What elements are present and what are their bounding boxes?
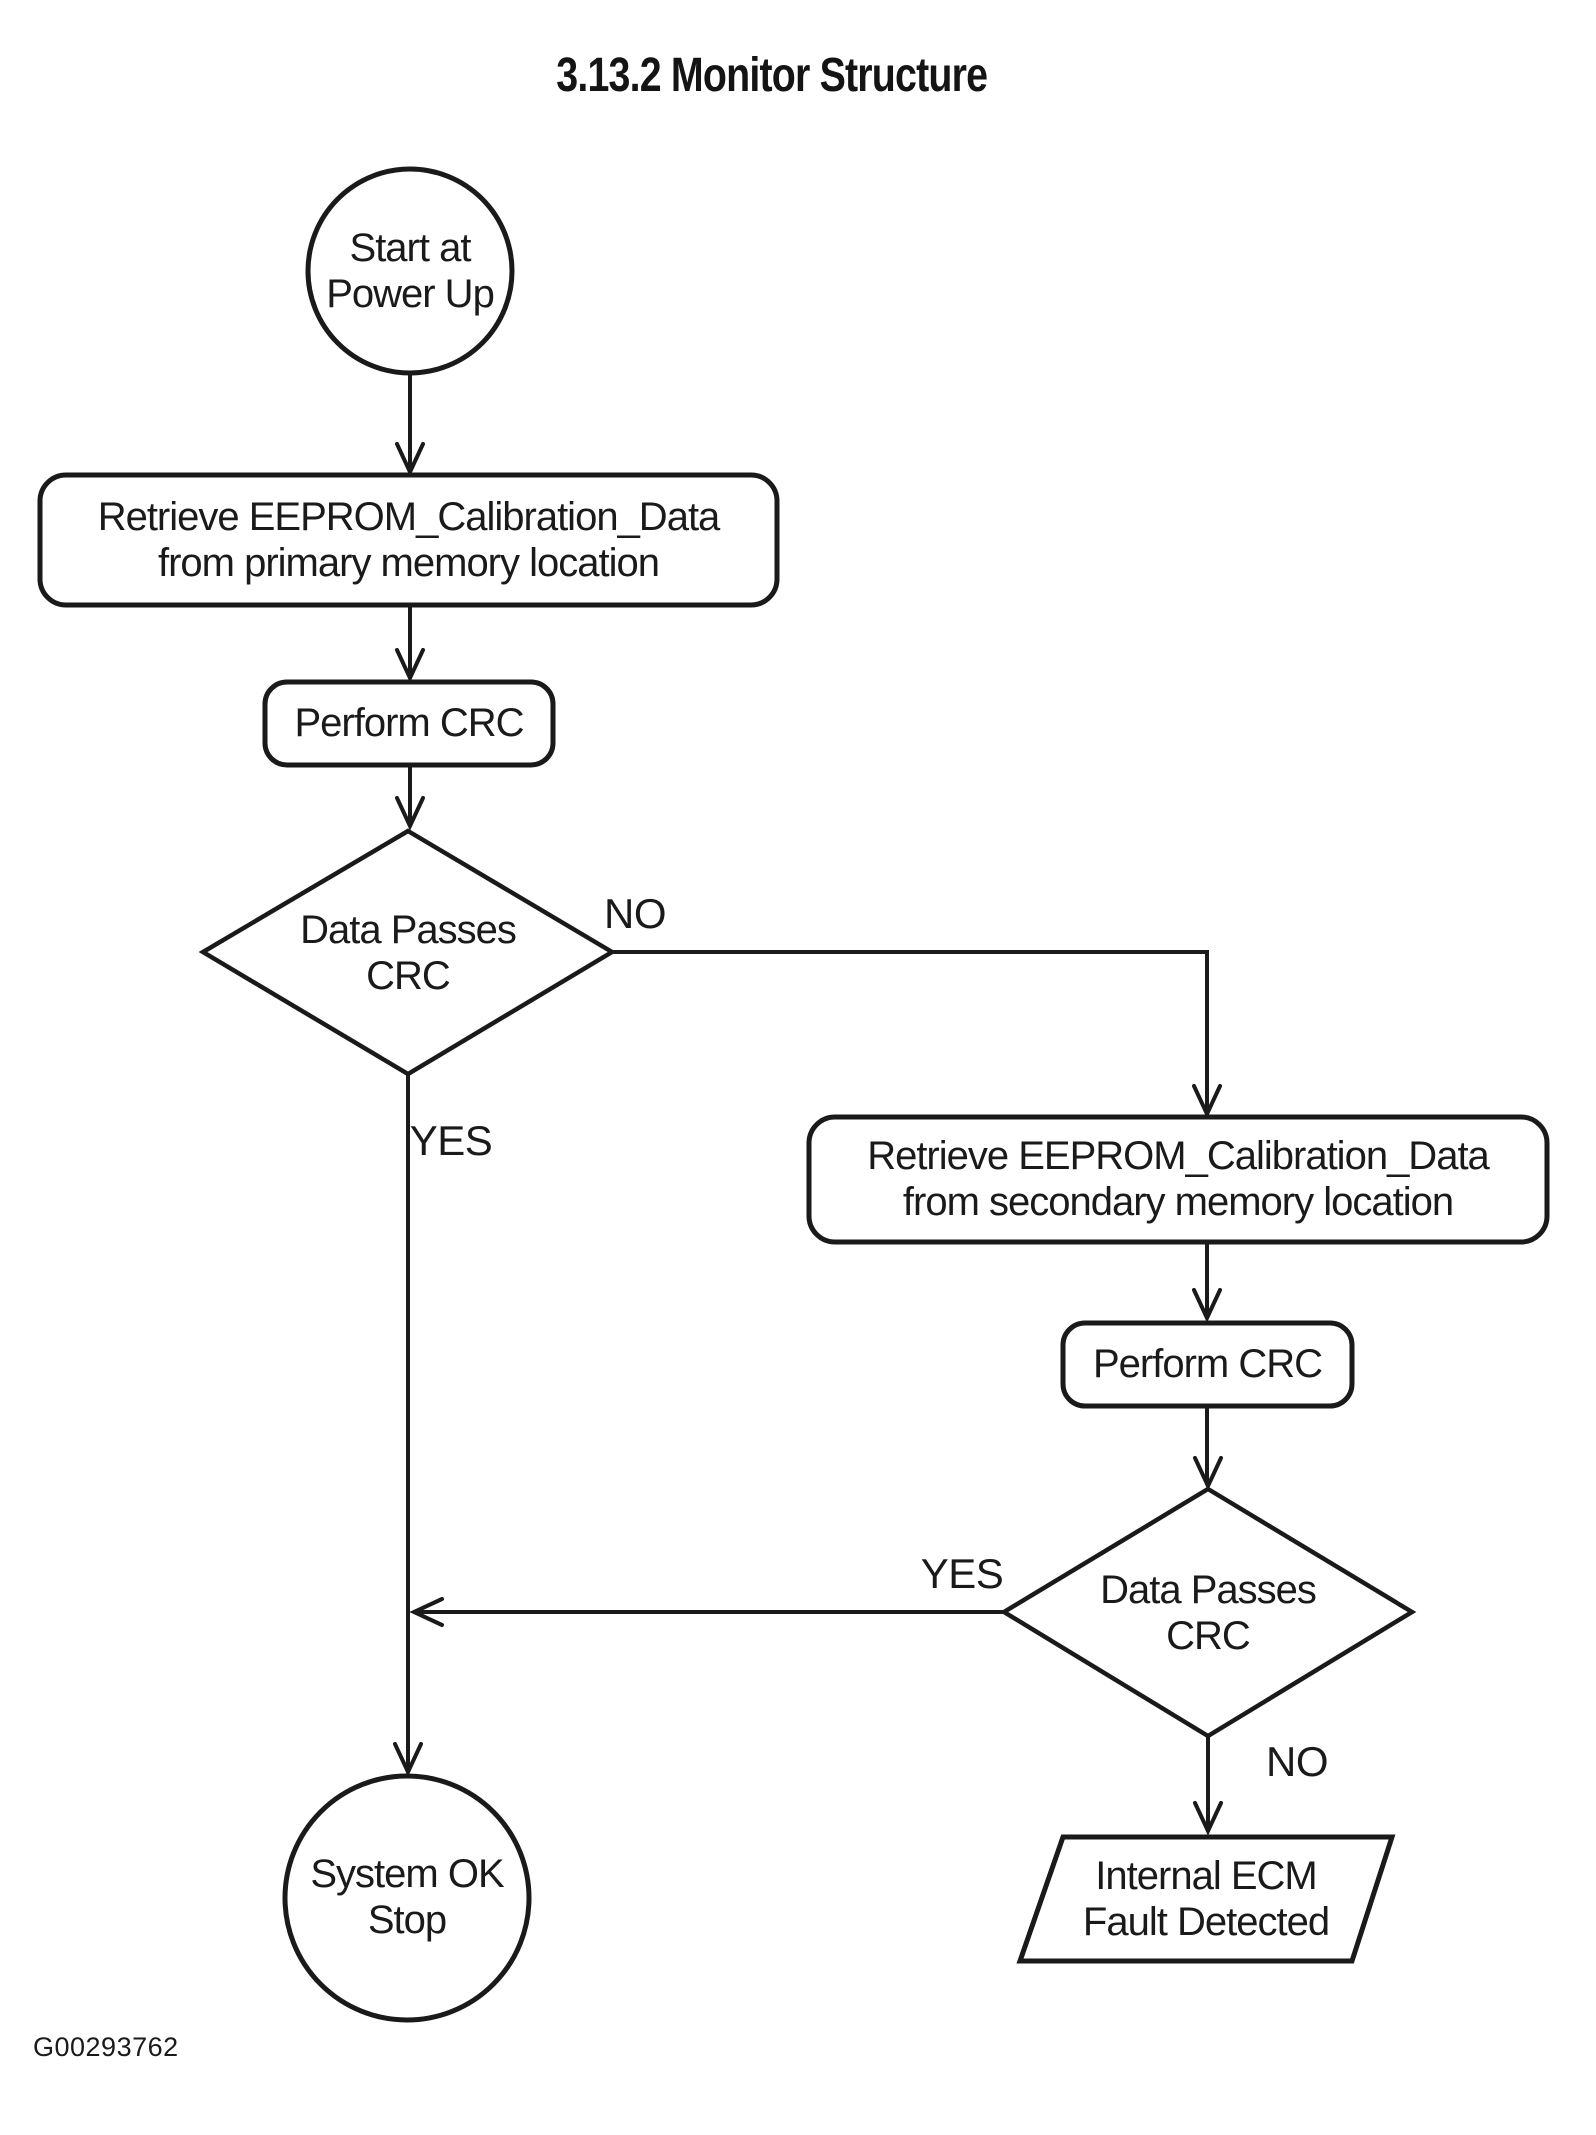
- edge-label-decision2-yes: YES: [920, 1550, 1004, 1597]
- decision1-label: Data Passes CRC: [203, 832, 613, 1075]
- start-node-line1: Start at: [349, 226, 472, 271]
- arrowhead-into-crc2: [1192, 1288, 1222, 1323]
- arrowhead-into-decision2: [1193, 1456, 1223, 1491]
- arrowhead-into-main-line: [409, 1597, 444, 1627]
- retrieve-secondary-line1: Retrieve EEPROM_Calibration_Data: [867, 1133, 1490, 1178]
- retrieve-secondary-line2: from secondary memory location: [902, 1179, 1454, 1224]
- arrowhead-into-retrieve-primary: [395, 442, 425, 477]
- decision1-diamond-shape: [198, 828, 617, 1077]
- arrowhead-into-fault: [1193, 1801, 1223, 1836]
- perform-crc1-box-shape: [262, 679, 556, 768]
- internal-ecm-fault-line2: Fault Detected: [1082, 1899, 1330, 1944]
- page-title-wrap: 3.13.2 Monitor Structure: [272, 48, 1272, 103]
- system-ok-circle-shape: [282, 1773, 532, 2023]
- decision2-label: Data Passes CRC: [1003, 1490, 1413, 1737]
- start-circle-shape: [305, 166, 515, 376]
- decision1-line1: Data Passes: [300, 907, 517, 952]
- page-title: 3.13.2 Monitor Structure: [556, 49, 989, 102]
- system-ok-label: System OK Stop: [284, 1775, 530, 2021]
- perform-crc2-label: Perform CRC: [1063, 1323, 1352, 1406]
- retrieve-primary-line1: Retrieve EEPROM_Calibration_Data: [97, 495, 721, 540]
- edge-label-decision1-yes: YES: [409, 1117, 493, 1164]
- edge-decision1-no-to-retrieve-secondary: [612, 950, 1209, 1110]
- arrowhead-into-crc1: [395, 648, 425, 683]
- system-ok-line2: Stop: [367, 1898, 447, 1942]
- retrieve-secondary-box-shape: [806, 1114, 1550, 1245]
- system-ok-line1: System OK: [310, 1852, 504, 1897]
- retrieve-primary-box-shape: [37, 472, 780, 608]
- internal-ecm-fault-line1: Internal ECM: [1095, 1853, 1317, 1898]
- edge-label-decision2-no: NO: [1266, 1738, 1329, 1785]
- decision2-diamond-shape: [999, 1486, 1417, 1739]
- retrieve-primary-label: Retrieve EEPROM_Calibration_Data from pr…: [40, 477, 777, 605]
- start-node-label: Start at Power Up: [307, 169, 513, 375]
- decision1-line2: CRC: [366, 953, 451, 998]
- fault-parallelogram-shape: [1016, 1834, 1396, 1964]
- arrowhead-into-retrieve-secondary: [1192, 1084, 1222, 1119]
- perform-crc1-line1: Perform CRC: [294, 700, 524, 745]
- perform-crc1-label: Perform CRC: [265, 682, 553, 765]
- edge-label-decision1-no: NO: [604, 890, 667, 937]
- arrowhead-into-system-ok: [393, 1742, 423, 1777]
- perform-crc2-line1: Perform CRC: [1092, 1341, 1323, 1386]
- retrieve-primary-line2: from primary memory location: [157, 541, 660, 585]
- internal-ecm-fault-label: Internal ECM Fault Detected: [1040, 1837, 1372, 1962]
- start-node-line2: Power Up: [326, 272, 495, 316]
- arrowhead-into-decision1: [395, 796, 425, 831]
- perform-crc2-box-shape: [1060, 1320, 1355, 1409]
- decision2-line1: Data Passes: [1100, 1567, 1317, 1612]
- retrieve-secondary-label: Retrieve EEPROM_Calibration_Data from se…: [809, 1117, 1547, 1242]
- figure-id: G00293762: [33, 2032, 179, 2062]
- decision2-line2: CRC: [1166, 1613, 1251, 1658]
